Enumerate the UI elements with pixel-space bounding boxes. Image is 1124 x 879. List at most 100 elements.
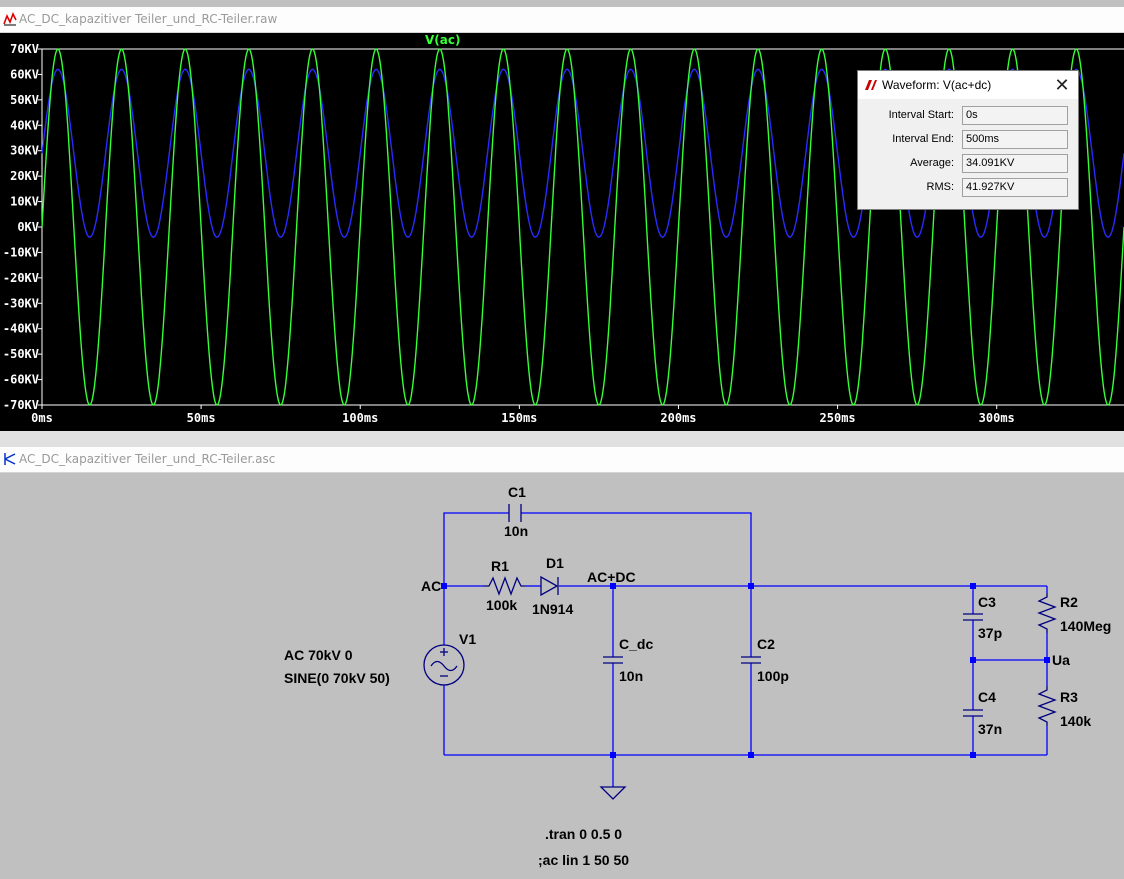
junction-ac bbox=[441, 583, 447, 589]
x-tick-label: 300ms bbox=[979, 411, 1015, 425]
x-tick-label: 250ms bbox=[820, 411, 856, 425]
resistor-r1[interactable] bbox=[483, 576, 525, 596]
waveform-plot[interactable]: 70KV60KV50KV40KV30KV20KV10KV0KV-10KV-20K… bbox=[0, 33, 1124, 431]
label-r2-name[interactable]: R2 bbox=[1060, 594, 1078, 610]
schematic-app-icon bbox=[4, 453, 16, 465]
y-axis-ticks: 70KV60KV50KV40KV30KV20KV10KV0KV-10KV-20K… bbox=[3, 42, 42, 412]
average-field[interactable]: 34.091KV bbox=[962, 154, 1068, 173]
average-label: Average: bbox=[910, 157, 954, 169]
y-tick-label: 30KV bbox=[10, 144, 39, 158]
y-tick-label: -40KV bbox=[3, 322, 39, 336]
label-v1-ac[interactable]: AC 70kV 0 bbox=[284, 647, 353, 663]
capacitor-c4[interactable] bbox=[963, 709, 983, 717]
x-axis-ticks: 0ms 50ms 100ms 150ms 200ms 250ms 300ms bbox=[31, 405, 1015, 425]
schematic-labels: C1 10n R1 100k D1 1N914 AC AC+DC V1 AC 7… bbox=[284, 484, 1111, 868]
label-d1-value[interactable]: 1N914 bbox=[532, 601, 573, 617]
y-tick-label: 20KV bbox=[10, 169, 39, 183]
label-c4-name[interactable]: C4 bbox=[978, 689, 996, 705]
label-r3-name[interactable]: R3 bbox=[1060, 689, 1078, 705]
average-row: Average: 34.091KV bbox=[858, 153, 1080, 175]
label-r1-name[interactable]: R1 bbox=[491, 558, 509, 574]
trace-label-vac[interactable]: V(ac) bbox=[425, 33, 460, 47]
net-label-ac[interactable]: AC bbox=[421, 578, 441, 594]
y-tick-label: -60KV bbox=[3, 373, 39, 387]
schematic-window-titlebar[interactable]: AC_DC_kapazitiver Teiler_und_RC-Teiler.a… bbox=[0, 447, 1124, 473]
resistor-r3[interactable] bbox=[1037, 686, 1057, 726]
y-tick-label: -50KV bbox=[3, 347, 39, 361]
diode-d1[interactable] bbox=[540, 575, 559, 597]
junction-c2-bottom bbox=[748, 752, 754, 758]
label-c2-name[interactable]: C2 bbox=[757, 636, 775, 652]
y-tick-label: 60KV bbox=[10, 67, 39, 81]
waveform-measure-dialog: Waveform: V(ac+dc) ✕ Interval Start: 0s … bbox=[857, 70, 1079, 210]
x-tick-label: 0ms bbox=[31, 411, 53, 425]
pane-separator[interactable] bbox=[0, 431, 1124, 447]
label-r3-value[interactable]: 140k bbox=[1060, 713, 1091, 729]
interval-start-row: Interval Start: 0s bbox=[858, 105, 1080, 127]
ground-symbol[interactable] bbox=[599, 786, 627, 800]
capacitor-c3[interactable] bbox=[963, 613, 983, 621]
label-v1-sine[interactable]: SINE(0 70kV 50) bbox=[284, 670, 390, 686]
junction-c2-top bbox=[748, 583, 754, 589]
label-c3-value[interactable]: 37p bbox=[978, 625, 1002, 641]
junction-c3-c4 bbox=[970, 657, 976, 663]
label-c1-value[interactable]: 10n bbox=[504, 523, 528, 539]
capacitor-cdc[interactable] bbox=[603, 656, 623, 664]
resistor-r2[interactable] bbox=[1037, 593, 1057, 633]
label-v1-name[interactable]: V1 bbox=[459, 631, 476, 647]
y-tick-label: -30KV bbox=[3, 296, 39, 310]
x-tick-label: 150ms bbox=[501, 411, 537, 425]
schematic-pane[interactable]: C1 10n R1 100k D1 1N914 AC AC+DC V1 AC 7… bbox=[0, 473, 1124, 874]
voltage-source-v1[interactable] bbox=[423, 644, 465, 686]
directive-tran[interactable]: .tran 0 0.5 0 bbox=[545, 826, 622, 842]
net-label-ua[interactable]: Ua bbox=[1052, 652, 1070, 668]
label-cdc-name[interactable]: C_dc bbox=[619, 636, 653, 652]
wires[interactable] bbox=[443, 512, 1048, 787]
y-tick-label: 50KV bbox=[10, 93, 39, 107]
y-tick-label: -20KV bbox=[3, 271, 39, 285]
dialog-title: Waveform: V(ac+dc) bbox=[882, 78, 992, 92]
label-c1-name[interactable]: C1 bbox=[508, 484, 526, 500]
net-label-acdc[interactable]: AC+DC bbox=[587, 569, 636, 585]
interval-end-row: Interval End: 500ms bbox=[858, 129, 1080, 151]
waveform-window-titlebar[interactable]: AC_DC_kapazitiver Teiler_und_RC-Teiler.r… bbox=[0, 7, 1124, 33]
close-icon[interactable]: ✕ bbox=[1054, 75, 1070, 95]
dialog-titlebar[interactable]: Waveform: V(ac+dc) ✕ bbox=[858, 71, 1078, 99]
x-tick-label: 200ms bbox=[660, 411, 696, 425]
label-r2-value[interactable]: 140Meg bbox=[1060, 618, 1111, 634]
y-tick-label: 70KV bbox=[10, 42, 39, 56]
schematic-canvas[interactable]: C1 10n R1 100k D1 1N914 AC AC+DC V1 AC 7… bbox=[0, 473, 1124, 874]
y-tick-label: -70KV bbox=[3, 398, 39, 412]
ltspice-logo-icon bbox=[865, 80, 877, 90]
wire-c1-right[interactable] bbox=[521, 512, 752, 586]
label-cdc-value[interactable]: 10n bbox=[619, 668, 643, 684]
label-r1-value[interactable]: 100k bbox=[486, 597, 517, 613]
junction-c3-top bbox=[970, 583, 976, 589]
interval-end-field[interactable]: 500ms bbox=[962, 130, 1068, 149]
y-tick-label: 0KV bbox=[17, 220, 39, 234]
wire-c1-left[interactable] bbox=[443, 512, 509, 586]
junction-cdc-bottom bbox=[610, 752, 616, 758]
interval-start-label: Interval Start: bbox=[888, 109, 954, 121]
directive-ac[interactable]: ;ac lin 1 50 50 bbox=[538, 852, 629, 868]
rms-row: RMS: 41.927KV bbox=[858, 177, 1080, 199]
waveform-app-icon bbox=[3, 12, 17, 26]
rms-field[interactable]: 41.927KV bbox=[962, 178, 1068, 197]
x-tick-label: 50ms bbox=[187, 411, 216, 425]
junction-ua bbox=[1044, 657, 1050, 663]
label-c2-value[interactable]: 100p bbox=[757, 668, 789, 684]
x-tick-label: 100ms bbox=[342, 411, 378, 425]
y-tick-label: 40KV bbox=[10, 118, 39, 132]
junctions bbox=[441, 583, 1050, 758]
capacitor-c2[interactable] bbox=[741, 656, 761, 664]
label-c4-value[interactable]: 37n bbox=[978, 721, 1002, 737]
interval-start-field[interactable]: 0s bbox=[962, 106, 1068, 125]
label-d1-name[interactable]: D1 bbox=[546, 555, 564, 571]
y-tick-label: 10KV bbox=[10, 195, 39, 209]
schematic-window-title: AC_DC_kapazitiver Teiler_und_RC-Teiler.a… bbox=[19, 452, 276, 466]
capacitor-c1[interactable] bbox=[508, 504, 522, 522]
junction-acdc bbox=[610, 583, 616, 589]
rms-label: RMS: bbox=[926, 181, 955, 193]
label-c3-name[interactable]: C3 bbox=[978, 594, 996, 610]
junction-c4-bottom bbox=[970, 752, 976, 758]
